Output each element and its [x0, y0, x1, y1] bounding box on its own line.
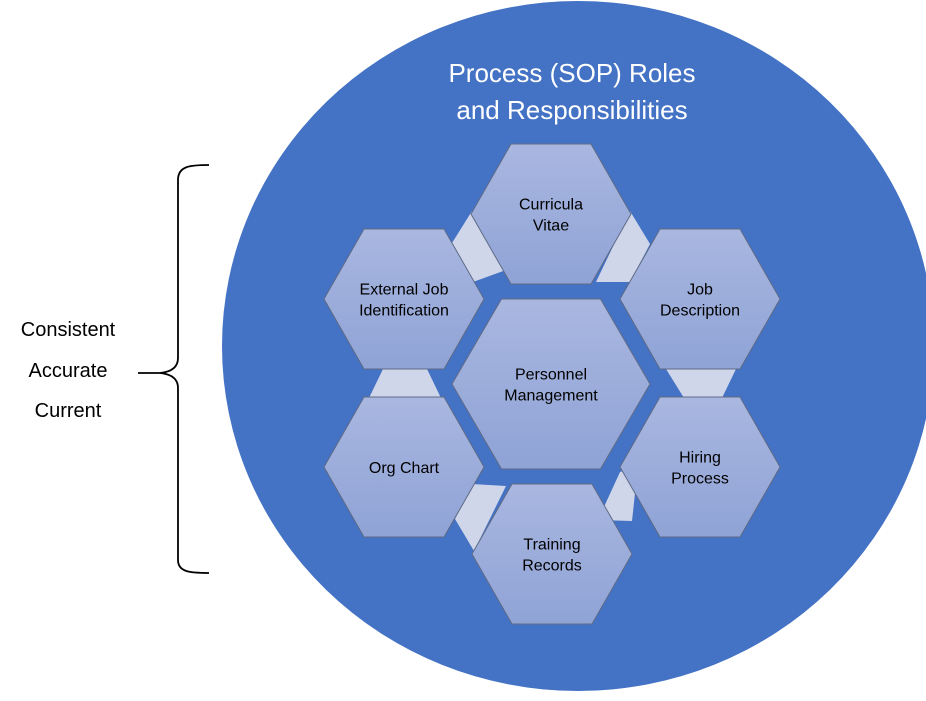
- connector-ext-oc: [369, 369, 441, 398]
- connectors: [369, 211, 736, 551]
- title-line-1: Process (SOP) Roles: [448, 58, 695, 88]
- hex-job-description-label-line-2: Description: [660, 303, 740, 320]
- hex-external-job-identification-label-line-1: External Job: [360, 282, 449, 299]
- hex-curricula-vitae-label-line-1: Curricula: [519, 197, 583, 214]
- hex-external-job-identification-label-line-2: Identification: [359, 303, 449, 320]
- hex-training-records-shape: [471, 483, 633, 625]
- hex-hiring-process-label-line-2: Process: [671, 471, 729, 488]
- hex-hiring-process-label-line-1: Hiring: [679, 450, 721, 467]
- hex-job-description-label-line-1: Job: [687, 282, 713, 299]
- hex-hiring-process-shape: [619, 396, 781, 538]
- hex-org-chart: Org Chart: [323, 396, 485, 538]
- hex-job-description-shape: [619, 228, 781, 370]
- connector-tr-oc: [455, 484, 506, 551]
- hex-curricula-vitae-label-line-2: Vitae: [533, 218, 569, 235]
- side-label-accurate: Accurate: [28, 360, 108, 382]
- connector-jd-hp: [666, 369, 736, 398]
- connector-ext-cv: [452, 211, 506, 282]
- hex-training-records-label-line-2: Records: [522, 558, 582, 575]
- connector-cv-jd: [596, 211, 650, 282]
- hex-personnel-management-label-line-1: Personnel: [515, 367, 587, 384]
- hex-org-chart-shape: [323, 396, 485, 538]
- hex-org-chart-label-line-1: Org Chart: [369, 460, 440, 477]
- side-label-consistent: Consistent: [20, 319, 116, 341]
- side-label-current: Current: [34, 400, 102, 422]
- hex-curricula-vitae-shape: [470, 143, 632, 285]
- hex-personnel-management-shape: [451, 298, 651, 470]
- hex-training-records-label-line-1: Training: [523, 537, 580, 554]
- hex-personnel-management-label-line-2: Management: [504, 388, 598, 405]
- title-line-2: and Responsibilities: [456, 95, 687, 125]
- hex-external-job-identification-shape: [323, 228, 485, 370]
